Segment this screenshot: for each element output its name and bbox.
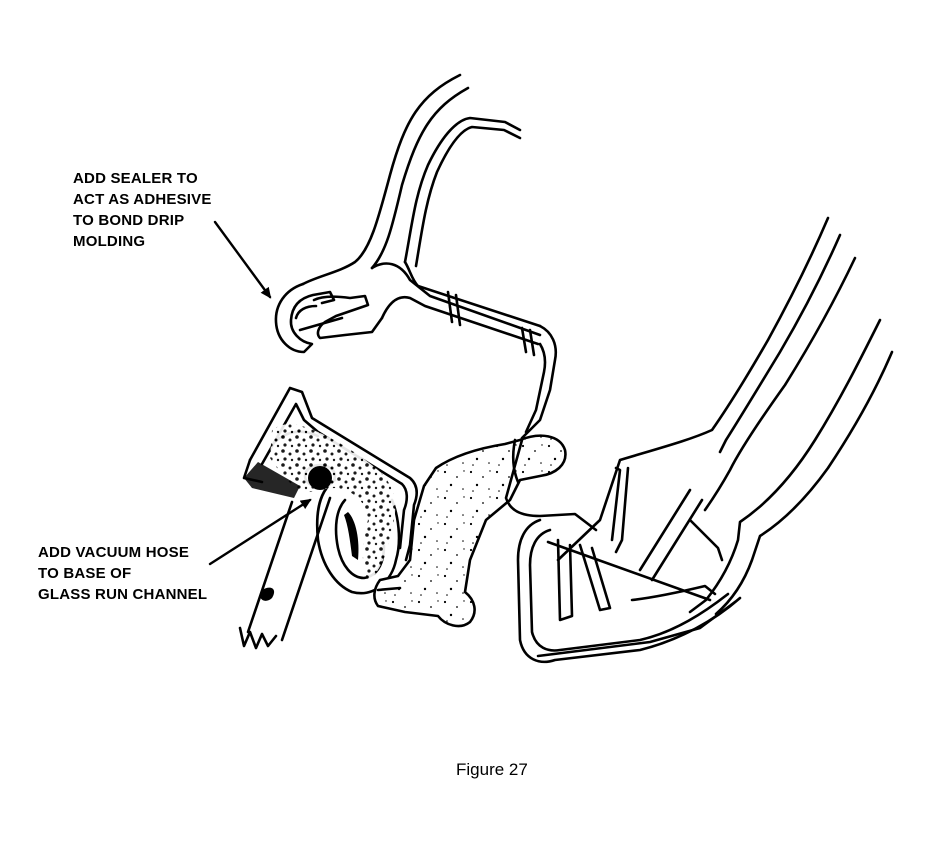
sealer-mass bbox=[244, 424, 396, 582]
callout-line: ADD SEALER TO bbox=[73, 170, 198, 187]
frame-joint bbox=[370, 260, 558, 440]
roof-drip-rail bbox=[301, 73, 522, 286]
callout-line: GLASS RUN CHANNEL bbox=[38, 586, 208, 603]
callout-line: TO BOND DRIP bbox=[73, 212, 185, 229]
callout-line: ADD VACUUM HOSE bbox=[38, 544, 190, 561]
vacuum-hose-callout: ADD VACUUM HOSE TO BASE OF GLASS RUN CHA… bbox=[38, 542, 207, 605]
hose-leader-arrow bbox=[208, 498, 312, 566]
drip-molding bbox=[274, 282, 384, 354]
inner-u-channel bbox=[504, 438, 742, 664]
figure-caption: Figure 27 bbox=[456, 760, 528, 779]
callout-line: ACT AS ADHESIVE bbox=[73, 191, 212, 208]
callout-line: TO BASE OF bbox=[38, 565, 132, 582]
sealer-leader-arrow bbox=[213, 220, 272, 299]
sealer-callout: ADD SEALER TO ACT AS ADHESIVE TO BOND DR… bbox=[73, 168, 212, 252]
hose-texture bbox=[260, 587, 275, 601]
callout-line: MOLDING bbox=[73, 233, 146, 250]
door-panel-lower bbox=[556, 216, 894, 616]
sealer-block bbox=[373, 434, 567, 628]
